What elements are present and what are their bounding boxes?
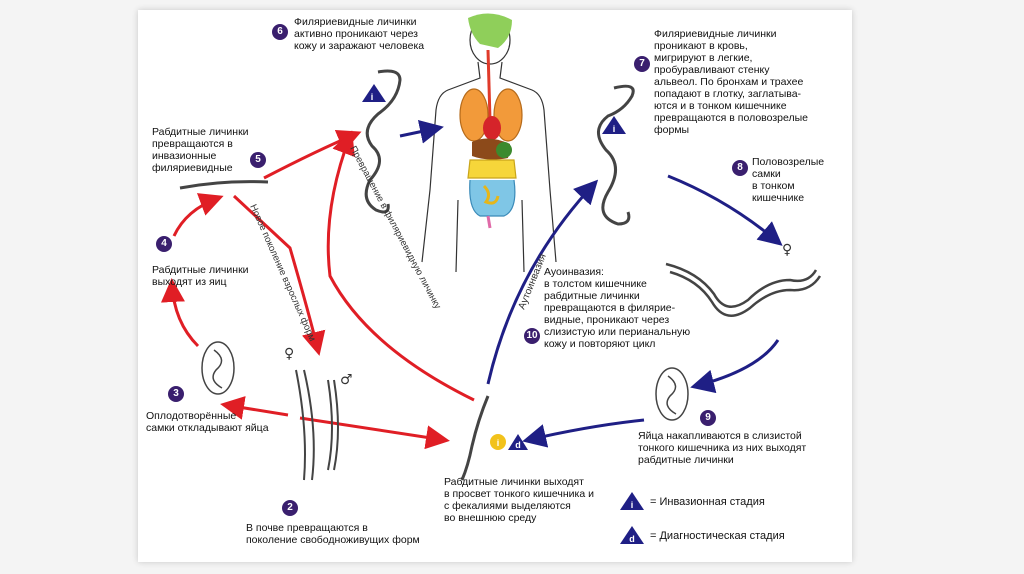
worm-adult-female <box>295 369 339 481</box>
legend-diagnostic-icon: d <box>620 526 644 544</box>
legend-diagnostic-label: = Диагностическая стадия <box>650 530 785 542</box>
step-text-8: Половозрелые самки в тонком кишечнике <box>752 156 825 204</box>
invasive-stage-icon-left: i <box>362 84 386 102</box>
step-badge-9: 9 <box>700 410 716 426</box>
step-badge-7: 7 <box>634 56 650 72</box>
step-badge-10: 10 <box>524 328 540 344</box>
svg-text:i: i <box>371 92 374 102</box>
egg-step-9 <box>655 367 689 421</box>
step-badge-3: 3 <box>168 386 184 402</box>
svg-text:i: i <box>613 124 616 134</box>
step-text-2: В почве превращаются в поколение свободн… <box>246 522 420 546</box>
svg-text:i: i <box>631 500 634 510</box>
diagnostic-stage-icons: i d <box>490 434 528 450</box>
red-arrows <box>160 129 475 450</box>
female-symbol: ♀ <box>284 346 294 362</box>
female-symbol-intestine: ♀ <box>782 242 792 258</box>
invasive-stage-icon-right: i <box>602 116 626 134</box>
legend-invasive-label: = Инвазионная стадия <box>650 496 765 508</box>
male-symbol: ♂ <box>340 372 353 388</box>
step-text-9: Яйца накапливаются в слизистой тонкого к… <box>638 430 807 466</box>
lifecycle-diagram: i i i d Новое поколение взрослых форм Пр… <box>160 13 822 544</box>
human-figure <box>421 13 557 273</box>
worm-filariform-right <box>597 84 635 226</box>
step-text-4: Рабдитные личинки выходят из яиц <box>152 264 249 288</box>
legend-invasive-icon: i <box>620 492 644 510</box>
worm-filariform-left <box>364 69 402 214</box>
label-new-generation: Новое поколение взрослых форм <box>247 203 318 343</box>
worm-intestinal-female <box>665 262 822 317</box>
step-badge-4: 4 <box>156 236 172 252</box>
step-badge-5: 5 <box>250 152 266 168</box>
step-text-3: Оплодотворённые самки откладывают яйца <box>146 410 269 434</box>
egg-step-3 <box>201 341 235 395</box>
label-to-filariform: Превращение в филяриевидную личинку <box>347 144 443 311</box>
step-badge-6: 6 <box>272 24 288 40</box>
slide: i i i d Новое поколение взрослых форм Пр… <box>138 10 852 562</box>
blue-arrows <box>399 119 783 448</box>
svg-text:i: i <box>497 438 500 448</box>
svg-text:d: d <box>515 440 521 450</box>
svg-text:d: d <box>629 534 635 544</box>
step-badge-8: 8 <box>732 160 748 176</box>
step-text-6: Филяриевидные личинки активно проникают … <box>294 16 425 52</box>
worm-rhabditiform-1 <box>460 395 490 481</box>
step-text-10: Ауоинвазия: в толстом кишечнике рабдитны… <box>544 266 691 350</box>
step-text-1: Рабдитные личинки выходят в просвет тонк… <box>444 476 594 524</box>
step-badge-2: 2 <box>282 500 298 516</box>
step-text-7: Филяриевидные личинки проникают в кровь,… <box>654 28 809 136</box>
worm-rhabditiform-5 <box>179 180 269 190</box>
step-text-5: Рабдитные личинки превращаются в инвазио… <box>152 126 249 174</box>
